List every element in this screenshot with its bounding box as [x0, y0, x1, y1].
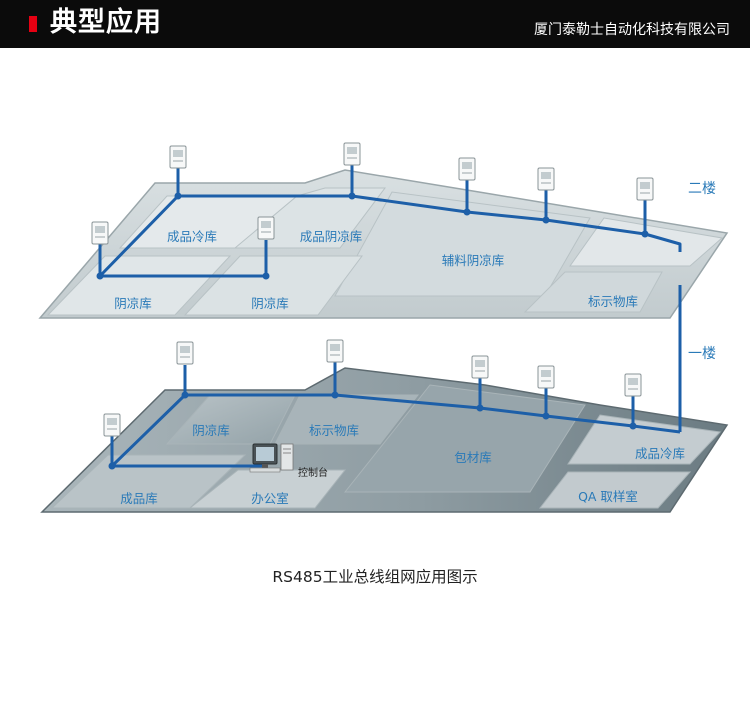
upper-floor: 成品冷库 成品阴凉库 辅料阴凉库 阴凉库 阴凉库 标示物库: [38, 169, 729, 319]
thermostat-icon: [257, 216, 275, 240]
lower-room-label-storage: 标示物库: [309, 423, 359, 438]
thermostat-icon: [458, 157, 476, 181]
console-label: 控制台: [298, 466, 328, 479]
lower-room-cool: 阴凉库: [192, 423, 230, 438]
upper-room-finished-cool: 成品阴凉库: [300, 229, 363, 244]
lower-room-packaging: 包材库: [454, 450, 492, 465]
thermostat-icon: [624, 373, 642, 397]
upper-room-cool-2: 阴凉库: [251, 296, 289, 311]
upper-room-finished-cold: 成品冷库: [167, 229, 217, 244]
thermostat-icon: [471, 355, 489, 379]
bus-junctions: [96, 192, 649, 470]
lower-room-office: 办公室: [251, 491, 289, 506]
upper-room-material-cool: 辅料阴凉库: [442, 253, 505, 268]
thermostat-icon: [91, 221, 109, 245]
upper-room-cool-1: 阴凉库: [114, 296, 152, 311]
network-diagram: 成品冷库 成品阴凉库 辅料阴凉库 阴凉库 阴凉库 标示物库 阴凉库 标示物库 包…: [38, 142, 729, 513]
page-title: 典型应用: [50, 7, 162, 38]
diagram-caption: RS485工业总线组网应用图示: [272, 568, 478, 586]
thermostat-icon: [537, 365, 555, 389]
thermostat-icon: [326, 339, 344, 363]
header-accent-mark: [29, 16, 37, 32]
thermostat-icon: [169, 145, 187, 169]
floor-label-first: 一楼: [688, 346, 716, 362]
floor-label-second: 二楼: [688, 181, 716, 197]
lower-floor: 阴凉库 标示物库 包材库 成品冷库 成品库 办公室 QA 取样室: [40, 367, 729, 513]
computer-icon: [249, 443, 294, 473]
thermostat-icon: [636, 177, 654, 201]
thermostat-icon: [537, 167, 555, 191]
company-name: 厦门泰勒士自动化科技有限公司: [534, 22, 730, 38]
thermostat-icon: [343, 142, 361, 166]
lower-room-qa-sampling: QA 取样室: [578, 489, 638, 504]
thermostat-icon: [103, 413, 121, 437]
lower-room-finished: 成品库: [120, 491, 158, 506]
header-bar: 典型应用 厦门泰勒士自动化科技有限公司: [0, 0, 750, 48]
lower-room-finished-cold: 成品冷库: [635, 446, 685, 461]
upper-room-label-storage: 标示物库: [588, 294, 638, 309]
thermostat-icon: [176, 341, 194, 365]
